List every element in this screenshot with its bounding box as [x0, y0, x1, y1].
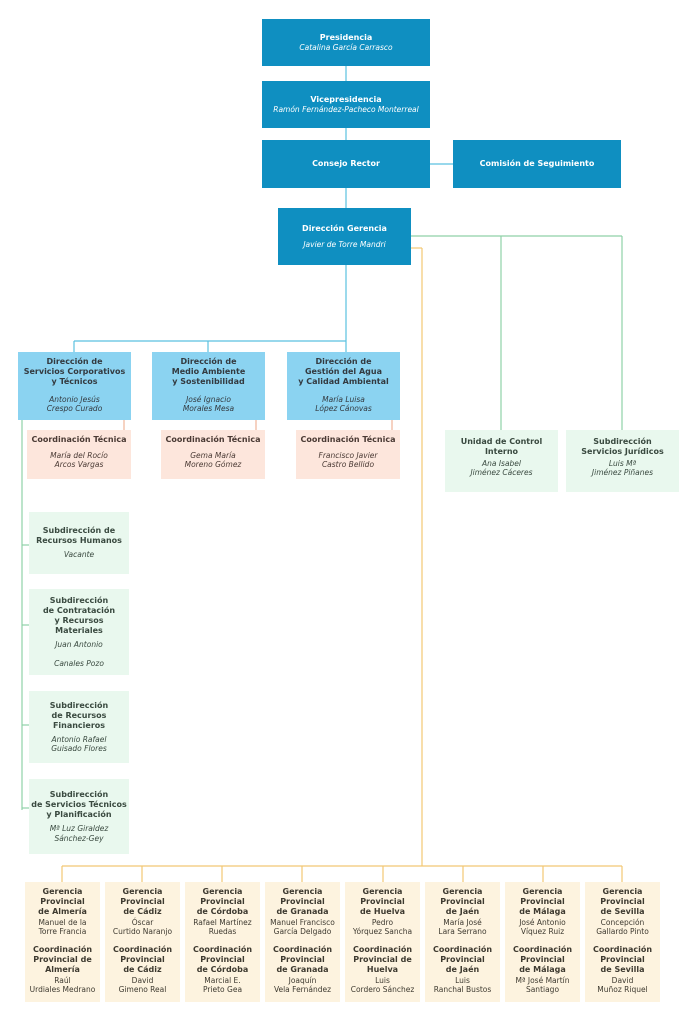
gerencia-provincial-title: Gerencia Provincial de Cádiz — [120, 887, 165, 916]
control-interno-name: Ana Isabel Jiménez Cáceres — [470, 459, 533, 478]
gerencia-provincial-name: Concepción Gallardo Pinto — [596, 918, 649, 937]
gerencia-provincial-almeria-box: Gerencia Provincial de Almería Manuel de… — [25, 882, 100, 1002]
coordinacion-title: Coordinación Técnica — [165, 435, 261, 444]
gerencia-provincial-name: Manuel de la Torre Francia — [38, 918, 87, 937]
gerencia-provincial-name: Óscar Curtido Naranjo — [112, 918, 173, 937]
coordinacion-name: Francisco Javier Castro Bellido — [318, 451, 378, 470]
direccion-medio-ambiente-box: Dirección de Medio Ambiente y Sostenibil… — [152, 352, 265, 420]
coordinacion-provincial-name: Marcial E. Prieto Gea — [202, 975, 243, 995]
subdireccion-juridicos-box: Subdirección Servicios Jurídicos Luis Mª… — [566, 430, 679, 492]
coordinacion-provincial-title: Coordinación Provincial de Sevilla — [592, 944, 653, 974]
direccion-servicios-corporativos-box: Dirección de Servicios Corporativos y Té… — [18, 352, 131, 420]
coordinacion-provincial-name: Mª José Martín Santiago — [515, 975, 570, 995]
coordinacion-provincial-title: Coordinación Provincial de Málaga — [512, 944, 573, 974]
gerencia-provincial-name: José Antonio Víquez Ruiz — [519, 918, 566, 937]
direccion-title: Dirección de Servicios Corporativos y Té… — [23, 357, 126, 386]
gerencia-provincial-name: Rafael Martínez Ruedas — [193, 918, 252, 937]
gerencia-provincial-title: Gerencia Provincial de Málaga — [519, 887, 566, 916]
subdireccion-name: Vacante — [63, 550, 95, 560]
direccion-name: María Luisa López Cánovas — [315, 395, 372, 414]
direccion-title: Dirección de Medio Ambiente y Sostenibil… — [171, 357, 246, 386]
coordinacion-provincial-title: Coordinación Provincial de Granada — [272, 944, 333, 974]
coordinacion-name: María del Rocío Arcos Vargas — [50, 451, 108, 470]
direccion-gerencia-box: Dirección Gerencia Javier de Torre Mandr… — [278, 208, 411, 265]
gerencia-provincial-malaga-box: Gerencia Provincial de Málaga José Anton… — [505, 882, 580, 1002]
gerencia-provincial-name: Pedro Yórquez Sancha — [352, 918, 413, 937]
vicepresidencia-name: Ramón Fernández-Pacheco Monterreal — [273, 104, 419, 114]
coordinacion-provincial-name: Raúl Urdiales Medrano — [29, 975, 96, 995]
gerencia-provincial-huelva-box: Gerencia Provincial de Huelva Pedro Yórq… — [345, 882, 420, 1002]
subdireccion-name: Antonio Rafael Guisado Flores — [51, 734, 107, 753]
gerencia-provincial-name: Manuel Francisco García Delgado — [270, 918, 335, 937]
gerencia-provincial-title: Gerencia Provincial de Sevilla — [600, 887, 645, 916]
gerencia-provincial-name: María José Lara Serrano — [438, 918, 487, 937]
coordinacion-title: Coordinación Técnica — [31, 435, 127, 444]
coordinacion-name: Gema María Moreno Gómez — [184, 451, 242, 470]
consejo-rector-box: Consejo Rector — [262, 140, 430, 188]
subdireccion-title: Subdirección de Servicios Técnicos y Pla… — [31, 790, 127, 820]
comision-seguimiento-title: Comisión de Seguimiento — [479, 159, 595, 168]
subdireccion-recursos-humanos-box: Subdirección de Recursos Humanos Vacante — [29, 512, 129, 574]
subdireccion-title: Subdirección de Recursos Financieros — [49, 700, 109, 730]
gerencia-provincial-title: Gerencia Provincial de Córdoba — [196, 887, 249, 916]
vicepresidencia-box: Vicepresidencia Ramón Fernández-Pacheco … — [262, 81, 430, 128]
coordinacion-tecnica-box: Coordinación Técnica Gema María Moreno G… — [161, 430, 265, 479]
coordinacion-provincial-title: Coordinación Provincial de Córdoba — [192, 944, 253, 974]
direccion-gestion-agua-box: Dirección de Gestión del Agua y Calidad … — [287, 352, 400, 420]
coordinacion-provincial-name: Luis Ranchal Bustos — [433, 975, 492, 995]
gerencia-provincial-title: Gerencia Provincial de Granada — [276, 887, 329, 916]
subdireccion-servicios-tecnicos-box: Subdirección de Servicios Técnicos y Pla… — [29, 779, 129, 854]
coordinacion-provincial-name: David Gimeno Real — [118, 975, 167, 995]
subdireccion-title: Subdirección de Recursos Humanos — [36, 526, 122, 546]
coordinacion-provincial-name: David Muñoz Riquel — [597, 975, 648, 995]
direccion-name: Antonio Jesús Crespo Curado — [46, 395, 103, 414]
coordinacion-provincial-title: Coordinación Provincial de Almería — [32, 944, 93, 974]
unidad-control-interno-box: Unidad de Control Interno Ana Isabel Jim… — [445, 430, 558, 492]
direccion-title: Dirección de Gestión del Agua y Calidad … — [298, 357, 389, 386]
coordinacion-provincial-name: Luis Cordero Sánchez — [350, 975, 415, 995]
subdireccion-name: Juan Antonio Canales Pozo — [54, 639, 104, 668]
presidencia-box: Presidencia Catalina García Carrasco — [262, 19, 430, 66]
gerencia-provincial-title: Gerencia Provincial de Jaén — [440, 887, 485, 916]
gerencia-provincial-granada-box: Gerencia Provincial de Granada Manuel Fr… — [265, 882, 340, 1002]
gerencia-provincial-title: Gerencia Provincial de Huelva — [359, 887, 406, 916]
gerencia-provincial-title: Gerencia Provincial de Almería — [38, 887, 87, 916]
coordinacion-provincial-title: Coordinación Provincial de Cádiz — [112, 944, 173, 974]
subdireccion-title: Subdirección de Contratación y Recursos … — [42, 595, 116, 635]
subdireccion-recursos-financieros-box: Subdirección de Recursos Financieros Ant… — [29, 691, 129, 763]
coordinacion-tecnica-box: Coordinación Técnica Francisco Javier Ca… — [296, 430, 400, 479]
coordinacion-provincial-name: Joaquín Vela Fernández — [273, 975, 332, 995]
coordinacion-tecnica-box: Coordinación Técnica María del Rocío Arc… — [27, 430, 131, 479]
presidencia-title: Presidencia — [319, 32, 373, 42]
gerencia-provincial-sevilla-box: Gerencia Provincial de Sevilla Concepció… — [585, 882, 660, 1002]
gerencia-provincial-jaen-box: Gerencia Provincial de Jaén María José L… — [425, 882, 500, 1002]
direccion-name: José Ignacio Morales Mesa — [182, 395, 235, 414]
gerencia-provincial-cadiz-box: Gerencia Provincial de Cádiz Óscar Curti… — [105, 882, 180, 1002]
juridicos-title: Subdirección Servicios Jurídicos — [581, 437, 664, 456]
control-interno-title: Unidad de Control Interno — [460, 437, 543, 456]
subdireccion-name: Mª Luz Giraldez Sánchez-Gey — [49, 824, 109, 843]
direccion-gerencia-name: Javier de Torre Mandri — [303, 239, 386, 249]
juridicos-name: Luis Mª Jiménez Piñanes — [591, 459, 654, 478]
vicepresidencia-title: Vicepresidencia — [310, 94, 382, 104]
gerencia-provincial-cordoba-box: Gerencia Provincial de Córdoba Rafael Ma… — [185, 882, 260, 1002]
consejo-rector-title: Consejo Rector — [312, 159, 380, 168]
direccion-gerencia-title: Dirección Gerencia — [302, 223, 387, 233]
coordinacion-provincial-title: Coordinación Provincial de Jaén — [432, 944, 493, 974]
coordinacion-title: Coordinación Técnica — [300, 435, 396, 444]
coordinacion-provincial-title: Coordinación Provincial de Huelva — [352, 944, 413, 974]
comision-seguimiento-box: Comisión de Seguimiento — [453, 140, 621, 188]
subdireccion-contratacion-box: Subdirección de Contratación y Recursos … — [29, 589, 129, 675]
presidencia-name: Catalina García Carrasco — [299, 42, 393, 52]
